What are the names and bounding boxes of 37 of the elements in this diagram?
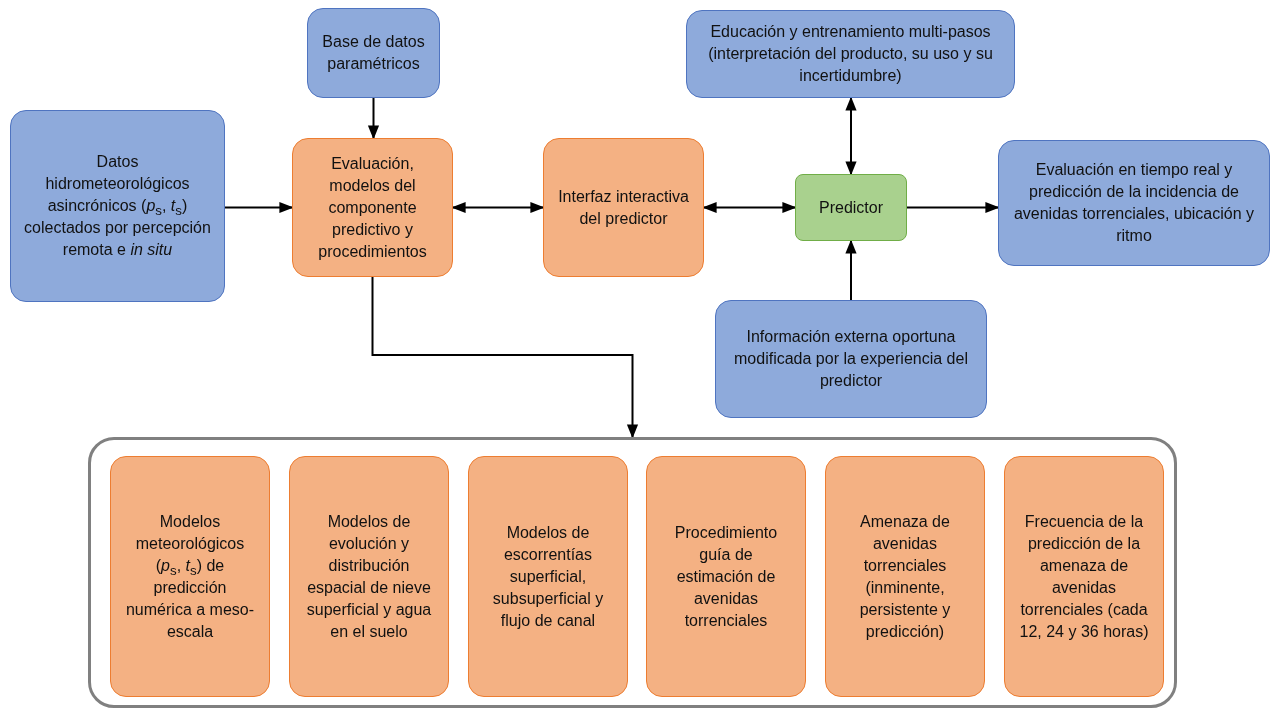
- node-text: Evaluación en tiempo real y predicción de la incidencia de avenidas torrenciales, ubicación y ritmo: [1012, 160, 1256, 246]
- process-box: [543, 138, 704, 277]
- node-text: Modelos de evolución y distribución espacial de nieve superficial y agua en el suelo: [305, 511, 433, 642]
- arrow: [367, 97, 380, 140]
- process-box: [110, 456, 270, 697]
- arrow: [845, 239, 857, 301]
- input-box: [10, 110, 225, 302]
- node-text: Interfaz interactiva del predictor: [557, 186, 690, 229]
- node-text: Evaluación, modelos del componente predictivo y procedimientos: [317, 153, 428, 262]
- predictor-box: [795, 174, 907, 241]
- input-box: [715, 300, 987, 418]
- node-text: Procedimiento guía de estimación de avenidas torrenciales: [673, 522, 779, 631]
- node-text: Datos hidrometeorológicos asincrónicos (p$_{s}$, t$_{s}$) colectados por percepción remota e in situ: [23, 152, 212, 260]
- process-box: [1004, 456, 1164, 697]
- process-box: [468, 456, 628, 697]
- input-box: [307, 8, 440, 98]
- node-text: Base de datos paramétricos: [321, 32, 426, 74]
- group-frame: [88, 437, 1177, 708]
- arrow: [702, 201, 797, 214]
- arrow: [371, 276, 639, 439]
- arrow: [451, 201, 545, 214]
- arrow: [906, 201, 1000, 214]
- process-box: [646, 456, 806, 697]
- node-text: Frecuencia de la predicción de la amenaza de avenidas torrenciales (cada 12, 24 y 36 horas): [1018, 511, 1150, 642]
- process-box: [292, 138, 453, 277]
- node-text: Modelos de escorrentías superficial, subsuperficial y flujo de canal: [491, 522, 605, 631]
- process-box: [289, 456, 449, 697]
- output-box: [998, 140, 1270, 266]
- process-box: [825, 456, 985, 697]
- node-text: Modelos meteorológicos (p$_{s}$, t$_{s}$) de predicción numérica a meso-escala: [124, 511, 255, 642]
- arrow: [845, 96, 857, 176]
- input-box: [686, 10, 1015, 98]
- node-text: Información externa oportuna modificada por la experiencia del predictor: [733, 327, 969, 391]
- node-text: Amenaza de avenidas torrenciales (inminente, persistente y predicción): [858, 511, 952, 642]
- arrow: [224, 201, 294, 214]
- node-text: Educación y entrenamiento multi-pasos (interpretación del producto, su uso y su incertidumbre): [707, 22, 994, 86]
- node-text: Predictor: [819, 197, 883, 218]
